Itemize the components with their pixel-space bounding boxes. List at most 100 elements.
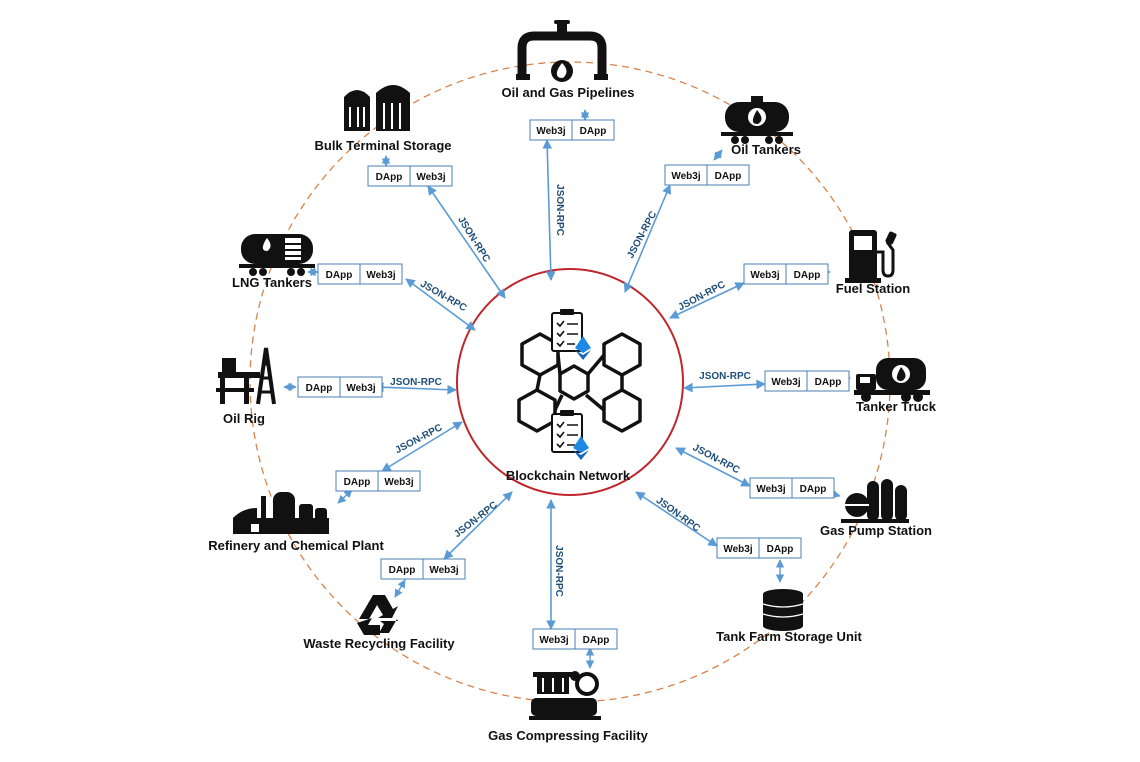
web3j-label: Web3j <box>671 171 700 182</box>
jsonrpc-arrow-tank-farm-storage-unit <box>635 491 718 547</box>
web3j-label: Web3j <box>756 484 785 495</box>
jsonrpc-arrow-fuel-station <box>669 282 745 319</box>
jsonrpc-label-gas-compressing-facility: JSON-RPC <box>553 545 564 597</box>
web3j-label: Web3j <box>771 377 800 388</box>
node-label-oil-tankers: Oil Tankers <box>731 142 801 157</box>
dapp-web3j-box-oil-and-gas-pipelines: Web3j DApp <box>529 119 615 141</box>
jsonrpc-arrow-waste-recycling-facility <box>443 491 513 560</box>
facility-arrow-refinery-and-chemical-plant <box>337 489 353 504</box>
web3j-label: Web3j <box>539 635 568 646</box>
node-label-oil-rig: Oil Rig <box>223 411 265 426</box>
dapp-web3j-box-tank-farm-storage-unit: Web3j DApp <box>716 537 802 559</box>
web3j-label: Web3j <box>416 172 445 183</box>
node-label-tanker-truck: Tanker Truck <box>856 399 937 414</box>
rail-tank-car-icon <box>721 96 793 144</box>
dapp-web3j-box-oil-tankers: Web3j DApp <box>664 164 750 186</box>
jsonrpc-label-oil-and-gas-pipelines: JSON-RPC <box>554 184 565 236</box>
dapp-label: DApp <box>376 172 403 183</box>
tanker-truck-icon <box>854 358 930 402</box>
dapp-cell <box>706 164 750 186</box>
dapp-cell <box>806 370 850 392</box>
compressor-icon <box>529 671 601 720</box>
node-label-fuel-station: Fuel Station <box>836 281 910 296</box>
node-label-tank-farm-storage-unit: Tank Farm Storage Unit <box>716 629 862 644</box>
jsonrpc-arrow-refinery-and-chemical-plant <box>381 421 463 472</box>
web3j-label: Web3j <box>366 270 395 281</box>
web3j-cell <box>339 376 383 398</box>
jsonrpc-label-tank-farm-storage-unit: JSON-RPC <box>654 495 702 534</box>
node-label-refinery-and-chemical-plant: Refinery and Chemical Plant <box>208 538 384 553</box>
jsonrpc-label-tanker-truck: JSON-RPC <box>699 371 751 382</box>
dapp-label: DApp <box>815 377 842 388</box>
web3j-label: Web3j <box>536 126 565 137</box>
dapp-cell <box>571 119 615 141</box>
pipeline-icon <box>516 20 608 82</box>
jsonrpc-arrow-oil-tankers <box>623 184 672 293</box>
web3j-label: Web3j <box>384 477 413 488</box>
dapp-web3j-box-lng-tankers: DApp Web3j <box>317 263 403 285</box>
jsonrpc-label-waste-recycling-facility: JSON-RPC <box>452 500 500 540</box>
jsonrpc-label-oil-rig: JSON-RPC <box>390 377 442 388</box>
jsonrpc-arrow-tanker-truck <box>683 379 766 393</box>
facility-arrow-waste-recycling-facility <box>394 579 406 598</box>
web3j-label: Web3j <box>750 270 779 281</box>
dapp-label: DApp <box>583 635 610 646</box>
node-label-oil-and-gas-pipelines: Oil and Gas Pipelines <box>502 85 635 100</box>
dapp-label: DApp <box>800 484 827 495</box>
dapp-web3j-box-tanker-truck: Web3j DApp <box>764 370 850 392</box>
dapp-web3j-box-waste-recycling-facility: DApp Web3j <box>380 558 466 580</box>
dapp-web3j-box-refinery-and-chemical-plant: DApp Web3j <box>335 470 421 492</box>
dapp-web3j-box-fuel-station: Web3j DApp <box>743 263 829 285</box>
recycle-icon <box>357 595 398 635</box>
web3j-label: Web3j <box>429 565 458 576</box>
jsonrpc-arrow-gas-pump-station <box>675 447 751 487</box>
dapp-label: DApp <box>715 171 742 182</box>
jsonrpc-label-fuel-station: JSON-RPC <box>677 279 728 313</box>
web3j-label: Web3j <box>346 383 375 394</box>
node-label-waste-recycling-facility: Waste Recycling Facility <box>303 636 455 651</box>
gas-pump-station-icon <box>841 479 909 523</box>
smart-contract-icon-top <box>551 309 591 360</box>
web3j-cell <box>359 263 403 285</box>
node-label-lng-tankers: LNG Tankers <box>232 275 312 290</box>
smart-contract-icon-bottom <box>551 410 589 460</box>
oil-rig-icon <box>216 347 276 405</box>
dapp-label: DApp <box>794 270 821 281</box>
jsonrpc-arrow-bulk-terminal-storage <box>427 185 506 299</box>
web3j-cell <box>422 558 466 580</box>
dapp-cell <box>791 477 835 499</box>
jsonrpc-arrow-lng-tankers <box>405 278 476 331</box>
dapp-web3j-box-gas-pump-station: Web3j DApp <box>749 477 835 499</box>
jsonrpc-label-bulk-terminal-storage: JSON-RPC <box>455 215 492 265</box>
blockchain-circle <box>456 268 684 496</box>
node-label-gas-pump-station: Gas Pump Station <box>820 523 932 538</box>
dapp-label: DApp <box>344 477 371 488</box>
lng-tank-car-icon <box>239 234 315 276</box>
dapp-web3j-box-bulk-terminal-storage: DApp Web3j <box>367 165 453 187</box>
silo-icon <box>344 85 410 131</box>
jsonrpc-arrow-oil-rig <box>374 382 457 395</box>
fuel-pump-icon <box>845 230 897 283</box>
refinery-icon <box>233 492 329 534</box>
dapp-label: DApp <box>580 126 607 137</box>
jsonrpc-arrow-oil-and-gas-pipelines <box>542 139 556 281</box>
dapp-cell <box>574 628 618 650</box>
web3j-cell <box>409 165 453 187</box>
center-label: Blockchain Network <box>506 468 631 483</box>
blockchain-cubes-icon <box>517 332 642 433</box>
dapp-label: DApp <box>389 565 416 576</box>
dapp-web3j-box-gas-compressing-facility: Web3j DApp <box>532 628 618 650</box>
jsonrpc-label-lng-tankers: JSON-RPC <box>418 279 468 314</box>
node-label-gas-compressing-facility: Gas Compressing Facility <box>488 728 648 743</box>
dapp-cell <box>758 537 802 559</box>
dapp-label: DApp <box>767 544 794 555</box>
web3j-label: Web3j <box>723 544 752 555</box>
dapp-label: DApp <box>326 270 353 281</box>
dapp-cell <box>785 263 829 285</box>
node-label-bulk-terminal-storage: Bulk Terminal Storage <box>314 138 451 153</box>
jsonrpc-label-refinery-and-chemical-plant: JSON-RPC <box>394 422 445 456</box>
web3j-cell <box>377 470 421 492</box>
